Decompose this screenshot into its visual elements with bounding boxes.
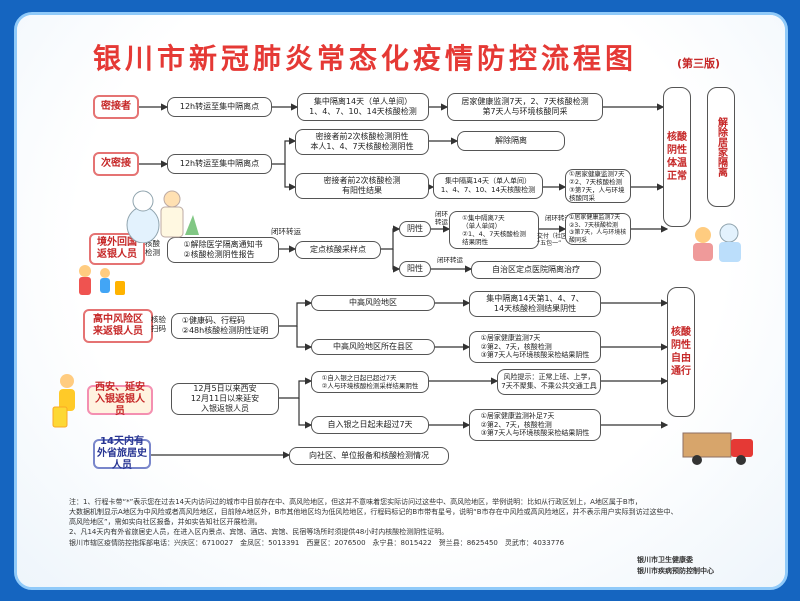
row3-home: ①居家健康监测7天 ②3、7天核酸检测 ③第7天，人与环境核酸同采 xyxy=(565,213,631,245)
row3-closed-loop-3: 闭环转运 xyxy=(545,214,571,222)
row2-home: ①居家健康监测7天 ②2、7天核酸检测 ③第7天，人与环境核酸同采 xyxy=(565,169,631,203)
category-high-risk: 高中风险区 来返银人员 xyxy=(83,309,153,343)
row3-hospital: 自治区定点医院隔离治疗 xyxy=(471,261,601,279)
row3-sampling: 定点核酸采样点 xyxy=(295,241,381,259)
truck-illustration xyxy=(682,432,753,465)
free-text-1: 核酸 xyxy=(671,327,691,338)
note-line: 大数据机制显示A地区为中风险或者高风险地区，目前除A地区外，B市其他地区均为低风… xyxy=(69,508,678,517)
row3-closed-loop-4: 闭环转运 xyxy=(437,256,463,264)
release-text-5: 正常 xyxy=(667,171,687,182)
release-home-text: 解除居家隔离 xyxy=(715,117,727,177)
row3-negative: 阴性 xyxy=(399,221,431,237)
row2-transfer: 12h转运至集中隔离点 xyxy=(167,154,272,174)
release-negative-panel: 核酸 阴性 体温 正常 xyxy=(663,87,691,227)
release-home-panel: 解除居家隔离 xyxy=(707,87,735,207)
row5-hint: 风险提示：正常上班、上学， 7天不聚集、不乘公共交通工具 xyxy=(497,369,601,395)
row1-quarantine: 集中隔离14天（单人单间） 1、4、7、10、14天核酸检测 xyxy=(297,93,429,121)
release-text-2: 阴性 xyxy=(667,145,687,156)
traveler-illustration xyxy=(52,374,75,428)
notes-section: 注：1、行程卡带“*”表示您在过去14天内访问过的城市中目前存在中、高风险地区，… xyxy=(69,497,709,548)
swab-test-illustration xyxy=(693,223,741,262)
row4-items: ①健康码、行程码 ②48h核酸检测阴性证明 xyxy=(171,313,279,339)
row1-home: 居家健康监测7天，2、7天核酸检测 第7天人与环境核酸同采 xyxy=(447,93,603,121)
row3-test-label: 核酸 检测 xyxy=(145,239,160,257)
row3-items: ①解除医学隔离通知书 ②核酸检测阴性报告 xyxy=(167,237,279,263)
row2-release: 解除隔离 xyxy=(457,131,565,151)
release-text-4: 体温 xyxy=(667,158,687,169)
medical-staff-illustration xyxy=(126,190,199,243)
category-close-contact: 密接者 xyxy=(93,95,139,119)
row5-dates: 12月5日以来西安 12月11日以来延安 入银返银人员 xyxy=(171,383,279,415)
edition-label: (第三版) xyxy=(677,57,721,70)
category-xian: 西安、延安 入银返银人员 xyxy=(87,382,153,417)
issuer-footer: 银川市卫生健康委 银川市疾病预防控制中心 xyxy=(637,556,714,576)
row3-closed-loop-2: 闭环 转运 xyxy=(435,210,448,226)
row2-negative: 密接者前2次核酸检测阴性 本人1、4、7天核酸检测阴性 xyxy=(295,129,429,155)
free-text-5: 通行 xyxy=(671,366,691,377)
row4-quarantine: 集中隔离14天第1、4、7、 14天核酸检测结果阴性 xyxy=(469,291,601,317)
row3-positive: 阳性 xyxy=(399,261,431,277)
family-illustration xyxy=(79,265,125,295)
note-line: 银川市辖区疫情防控指挥部电话：兴庆区：6710027 金凤区：5013391 西… xyxy=(69,538,565,547)
row5-under7: 自入银之日起未超过7天 xyxy=(311,416,429,434)
row5-home: ①居家健康监测补足7天 ②第2、7天，核酸检测 ③第7天人与环境核酸采检结果阴性 xyxy=(469,409,601,441)
row3-community: 交付（社区 “五包一” xyxy=(537,233,568,248)
row5-within7: ①自入银之日起已超过7天 ②人与环境核酸检测采样结果阴性 xyxy=(311,371,429,393)
category-ningxia: 14天内有 外省旅居史人员 xyxy=(93,436,151,471)
note-line: 注：1、行程卡带“*”表示您在过去14天内访问过的城市中目前存在中、高风险地区，… xyxy=(69,498,642,506)
row3-neg-quarantine: ①集中隔离7天 （单人单间） ②1、4、7天核酸检测 结果阴性 xyxy=(449,211,539,249)
row4-scan-label: 核验 扫码 xyxy=(151,315,166,333)
free-text-4: 自由 xyxy=(671,353,691,364)
row4-mid-region: 中高风险地区 xyxy=(311,295,435,311)
row4-county: 中高风险地区所在县区 xyxy=(311,339,435,355)
note-line: 2、凡14天内有外省旅居史人员，在进入区内景点、宾馆、酒店、宾馆、民宿等场所时须… xyxy=(69,528,449,537)
row3-closed-loop: 闭环转运 xyxy=(271,227,301,236)
connector-lines xyxy=(139,103,669,459)
row2-quarantine: 集中隔离14天（单人单间） 1、4、7、10、14天核酸检测 xyxy=(433,173,543,199)
release-text-1: 核酸 xyxy=(667,132,687,143)
row6-report: 向社区、单位报备和核酸检测情况 xyxy=(289,447,449,465)
row4-home: ①居家健康监测7天 ②第2、7天，核酸检测 ③第7天人与环境核酸采检结果阴性 xyxy=(469,331,601,363)
note-line: 高风险地区”，需如实向社区报备，并如实告知社区开展检测。 xyxy=(69,518,262,527)
row2-positive: 密接者前2次核酸检测 有阳性结果 xyxy=(295,173,429,199)
poster-frame: 银川市新冠肺炎常态化疫情防控流程图 (第三版) xyxy=(14,12,788,590)
free-pass-panel: 核酸 阴性 自由 通行 xyxy=(667,287,695,417)
row1-transfer: 12h转运至集中隔离点 xyxy=(167,97,272,117)
poster-title: 银川市新冠肺炎常态化疫情防控流程图 xyxy=(93,42,638,75)
category-secondary-contact: 次密接 xyxy=(93,152,139,176)
free-text-2: 阴性 xyxy=(671,340,691,351)
